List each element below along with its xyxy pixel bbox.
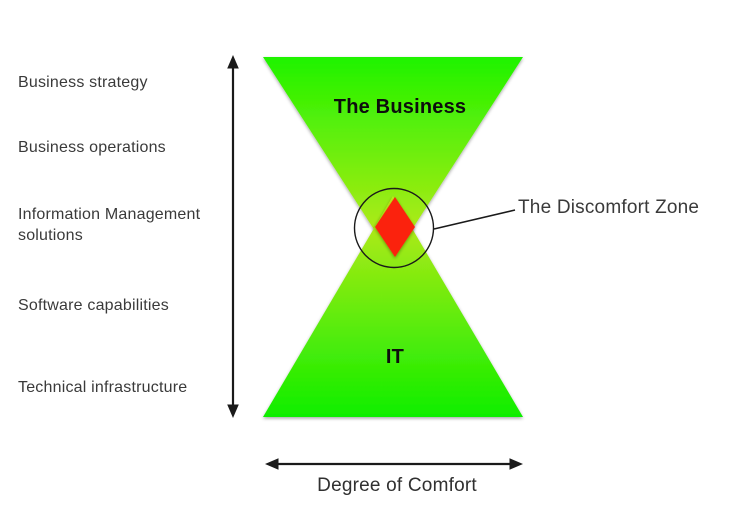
stack-label-business-operations: Business operations	[18, 139, 166, 156]
discomfort-circle	[353, 187, 435, 269]
horizontal-double-arrow	[265, 458, 523, 470]
arrowhead-right-icon	[509, 458, 523, 470]
discomfort-zone-label: The Discomfort Zone	[518, 197, 700, 218]
it-triangle-label: IT	[385, 346, 405, 368]
arrowhead-up-icon	[227, 55, 239, 69]
stack-label-business-strategy: Business strategy	[18, 74, 148, 91]
degree-of-comfort-label: Degree of Comfort	[317, 475, 477, 496]
discomfort-diamond	[375, 197, 415, 257]
arrowhead-down-icon	[227, 404, 239, 418]
stack-label-software-capabilities: Software capabilities	[18, 297, 169, 314]
vertical-double-arrow	[227, 55, 239, 418]
stack-label-technical-infrastructure: Technical infrastructure	[18, 379, 188, 396]
arrowhead-left-icon	[265, 458, 279, 470]
it-triangle	[263, 196, 523, 417]
callout-leader-line	[433, 209, 516, 230]
business-triangle	[263, 57, 523, 259]
stack-label-information-management-solutions: Information Management solutions	[18, 206, 201, 244]
business-triangle-label: The Business	[333, 96, 467, 118]
